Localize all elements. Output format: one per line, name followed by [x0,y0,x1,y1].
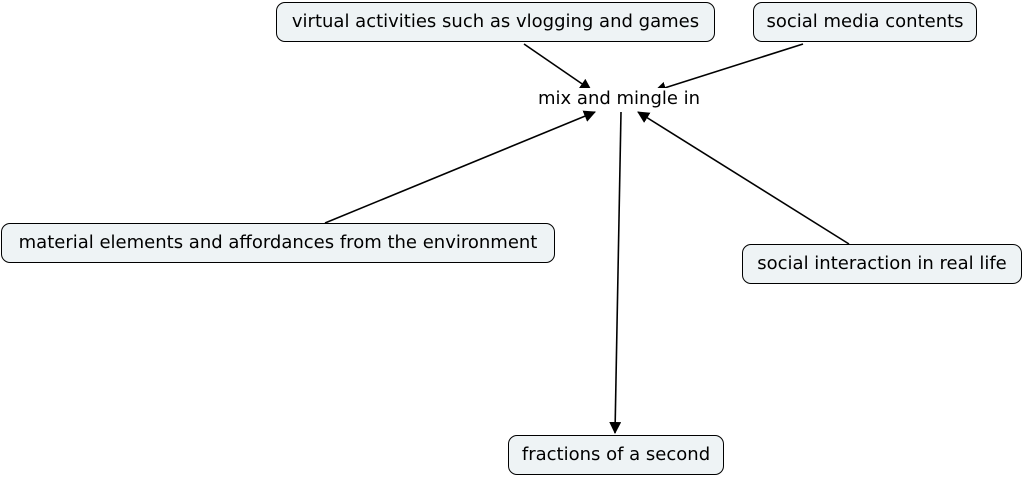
concept-material-elements[interactable]: material elements and affordances from t… [1,223,555,263]
concept-virtual-activities[interactable]: virtual activities such as vlogging and … [276,2,715,42]
arrow-social-media-to-phrase [654,43,804,94]
concept-fractions-of-a-second[interactable]: fractions of a second [508,435,724,475]
linking-phrase-mix-and-mingle[interactable]: mix and mingle in [536,88,703,110]
arrow-virtual-to-phrase [523,43,592,91]
concept-social-interaction-real-life[interactable]: social interaction in real life [742,244,1022,284]
arrow-real-life-to-phrase [637,111,850,245]
arrow-phrase-to-fractions [609,111,622,434]
concept-social-media-contents[interactable]: social media contents [753,2,977,42]
arrow-material-to-phrase [324,110,596,224]
